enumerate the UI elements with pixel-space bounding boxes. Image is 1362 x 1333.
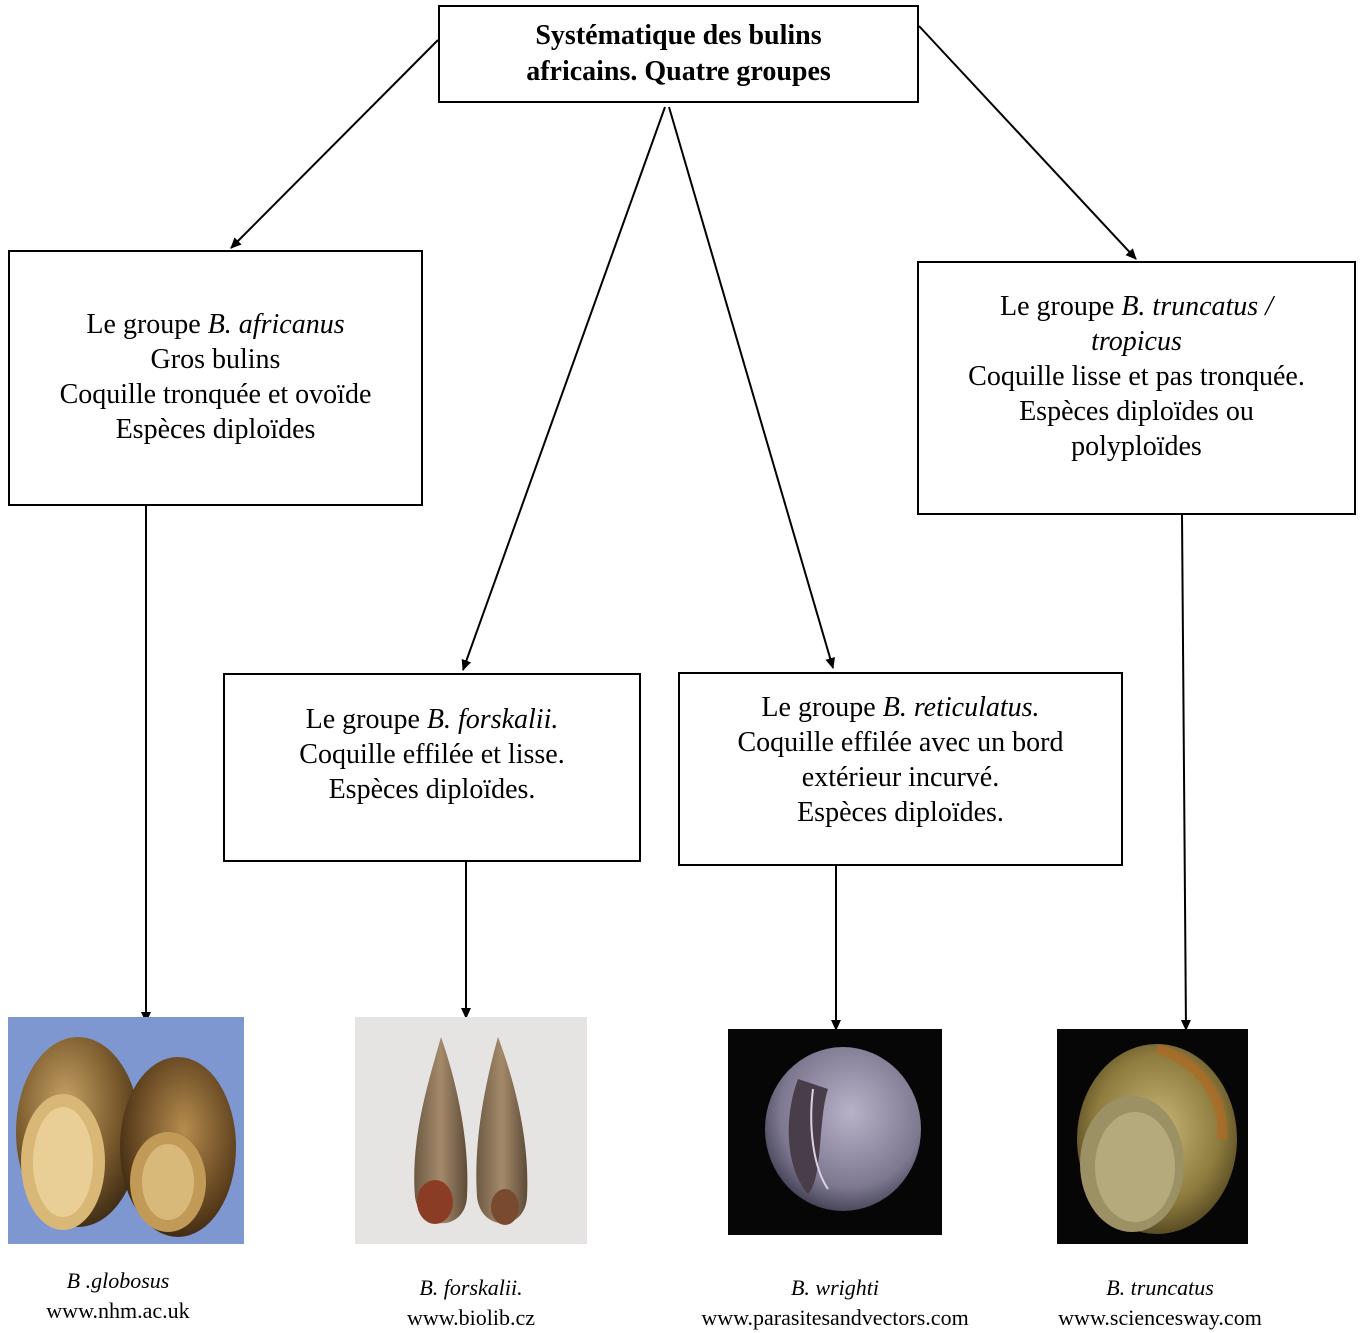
caption-source: www.nhm.ac.uk: [0, 1296, 236, 1326]
arrow-root-to-truncatus: [919, 26, 1136, 259]
snail-shell-icon: [8, 1017, 244, 1244]
snail-photo-globosus: [8, 1017, 244, 1244]
snail-shell-icon: [1057, 1029, 1248, 1244]
group-box-africanus: Le groupe B. africanus Gros bulins Coqui…: [8, 250, 423, 506]
group-species-name: B. truncatus /: [1121, 291, 1273, 322]
caption-species: B. forskalii.: [355, 1273, 587, 1303]
snail-shell-icon: [355, 1017, 587, 1244]
arrow-root-to-forskalii: [463, 107, 665, 670]
snail-photo-wrighti: [728, 1029, 942, 1235]
root-title-box: Systématique des bulins africains. Quatr…: [438, 5, 919, 103]
group-description-line: Coquille lisse et pas tronquée.: [968, 359, 1305, 394]
photo-caption-truncatus: B. truncatus www.sciencesway.com: [1010, 1273, 1310, 1333]
group-box-forskalii: Le groupe B. forskalii. Coquille effilée…: [223, 673, 641, 862]
caption-species: B. truncatus: [1010, 1273, 1310, 1303]
group-heading: Le groupe B. truncatus /: [1000, 289, 1273, 324]
arrow-root-to-africanus: [231, 40, 438, 248]
photo-caption-globosus: B .globosus www.nhm.ac.uk: [0, 1266, 236, 1326]
caption-source: www.biolib.cz: [355, 1303, 587, 1333]
group-description-line: extérieur incurvé.: [802, 760, 999, 795]
caption-species: B. wrighti: [650, 1273, 1020, 1303]
photo-caption-forskalii: B. forskalii. www.biolib.cz: [355, 1273, 587, 1333]
group-box-truncatus: Le groupe B. truncatus / tropicus Coquil…: [917, 261, 1356, 515]
group-description-line: Espèces diploïdes ou: [1019, 394, 1254, 429]
arrow-root-to-reticulatus: [669, 107, 833, 668]
group-heading: Le groupe B. reticulatus.: [761, 690, 1039, 725]
group-species-name-cont: tropicus: [1091, 324, 1182, 359]
root-title-line-1: Systématique des bulins: [535, 18, 821, 54]
arrow-truncatus-to-photo: [1182, 515, 1186, 1030]
root-title-line-2: africains. Quatre groupes: [526, 54, 831, 90]
group-heading: Le groupe B. africanus: [86, 307, 344, 342]
group-heading: Le groupe B. forskalii.: [306, 702, 559, 737]
group-description-line: Coquille tronquée et ovoïde: [60, 377, 372, 412]
caption-source: www.sciencesway.com: [1010, 1303, 1310, 1333]
group-species-name: B. forskalii.: [427, 704, 558, 735]
snail-photo-forskalii: [355, 1017, 587, 1244]
caption-species: B .globosus: [0, 1266, 236, 1296]
group-description-line: Gros bulins: [151, 342, 281, 377]
group-description-line: Espèces diploïdes: [116, 412, 316, 447]
group-description-line: Coquille effilée avec un bord: [737, 725, 1063, 760]
caption-source: www.parasitesandvectors.com: [650, 1303, 1020, 1333]
snail-photo-truncatus: [1057, 1029, 1248, 1244]
photo-caption-wrighti: B. wrighti www.parasitesandvectors.com: [650, 1273, 1020, 1333]
group-description-line: Coquille effilée et lisse.: [299, 737, 564, 772]
group-box-reticulatus: Le groupe B. reticulatus. Coquille effil…: [678, 672, 1123, 866]
group-species-name: B. reticulatus.: [883, 692, 1040, 723]
group-description-line: Espèces diploïdes.: [797, 795, 1004, 830]
group-description-line: Espèces diploïdes.: [329, 772, 536, 807]
group-species-name: B. africanus: [208, 309, 345, 340]
group-description-line: polyploïdes: [1071, 429, 1202, 464]
snail-shell-icon: [728, 1029, 942, 1235]
